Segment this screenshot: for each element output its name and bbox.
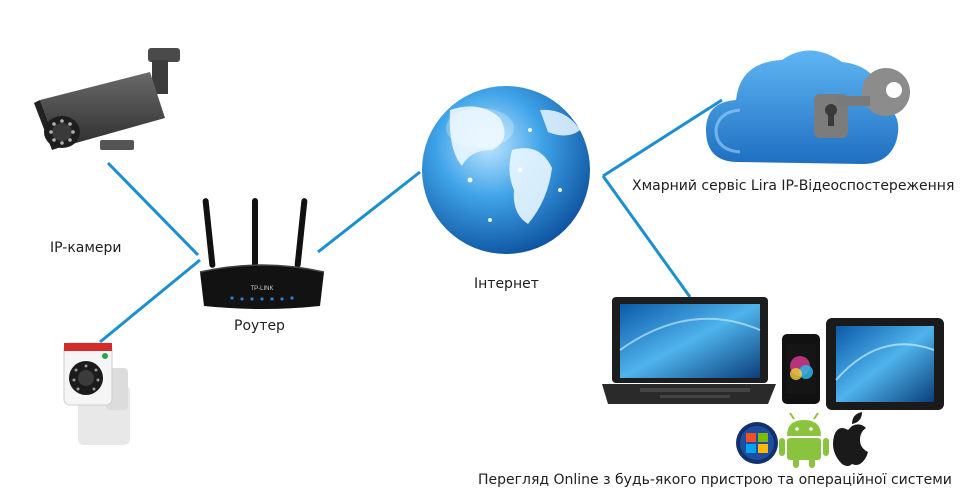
router-label: Роутер <box>234 318 285 334</box>
router-brand: TP-LINK <box>250 286 273 292</box>
ip-cameras-label: IP-камери <box>50 240 122 256</box>
tablet-icon <box>826 318 944 410</box>
line-bullet-camera-router <box>106 161 200 257</box>
internet-label: Інтернет <box>474 276 539 292</box>
line-internet-cloud <box>602 98 723 178</box>
cube-camera-icon <box>63 342 130 445</box>
cloud-key-icon <box>706 50 910 164</box>
apple-icon <box>833 412 868 466</box>
connector-lines <box>99 98 723 344</box>
smartphone-icon <box>782 334 820 404</box>
line-internet-devices <box>601 175 692 298</box>
cloud-service-label: Хмарний сервіс Lira IP-Відеоспостереженн… <box>632 178 955 194</box>
android-icon <box>779 412 829 468</box>
view-online-label: Перегляд Online з будь-якого пристрою та… <box>478 472 952 488</box>
router-icon <box>199 198 325 309</box>
bullet-camera-icon <box>34 48 180 150</box>
line-router-internet <box>317 170 421 254</box>
line-router-cube-camera <box>99 258 201 344</box>
laptop-icon <box>602 297 776 404</box>
windows-icon <box>736 422 778 464</box>
globe-icon <box>422 86 590 254</box>
